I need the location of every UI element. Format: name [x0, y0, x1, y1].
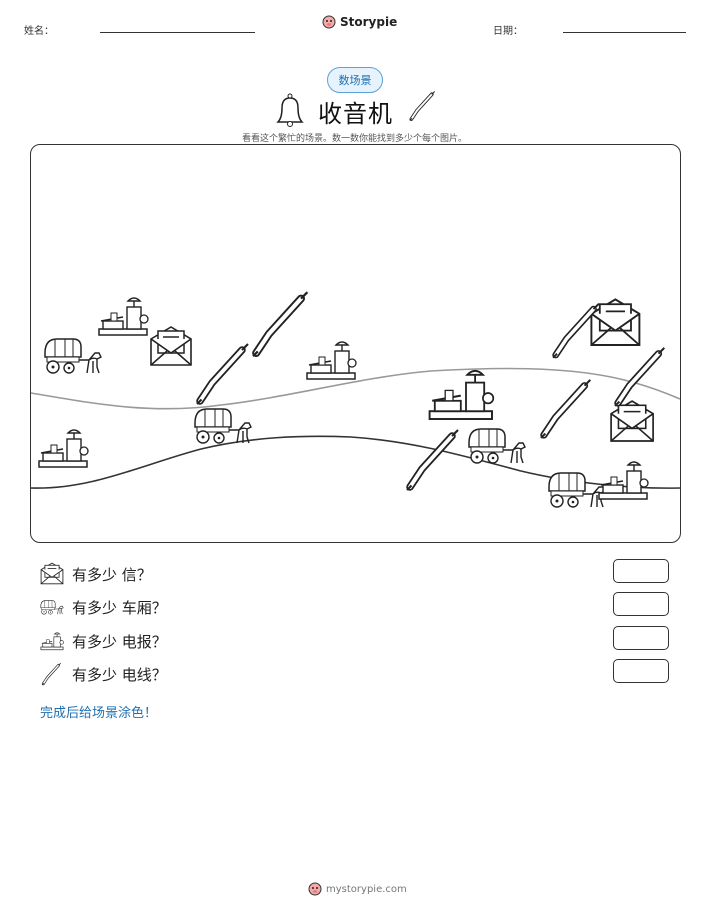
footer: mystorypie.com	[308, 881, 407, 897]
question-row-telegraphs: 有多少 电报？	[40, 629, 167, 653]
envelope-icon	[40, 562, 64, 585]
counting-scene	[30, 144, 681, 543]
date-line[interactable]	[563, 32, 686, 33]
answer-box-telegraphs[interactable]	[613, 626, 669, 650]
wagon-icon	[468, 428, 526, 464]
telegraph-icon	[98, 297, 149, 336]
scene-drawing	[31, 145, 680, 508]
back-hill-line	[31, 367, 680, 410]
wire-icon	[197, 344, 248, 404]
brand-logo: Storypie	[322, 14, 397, 30]
question-text: 有多少 电线？	[72, 665, 167, 684]
answer-box-wagons[interactable]	[613, 592, 669, 616]
telegraph-icon	[428, 369, 495, 421]
wire-icon	[253, 292, 307, 356]
question-text: 有多少 电报？	[72, 632, 167, 651]
wagon-icon	[548, 472, 606, 508]
question-row-envelopes: 有多少 信？	[40, 562, 152, 586]
date-label: 日期：	[493, 26, 523, 37]
envelope-icon	[150, 326, 192, 366]
page-title: 收音机	[318, 100, 393, 128]
question-row-wagons: 有多少 车厢？	[40, 595, 167, 619]
category-tag: 数场景	[327, 67, 383, 93]
wire-icon	[40, 662, 63, 686]
wire-icon	[615, 348, 664, 406]
wagon-icon	[44, 338, 102, 374]
answer-box-wires[interactable]	[613, 659, 669, 683]
pig-icon	[308, 882, 322, 896]
question-text: 有多少 车厢？	[72, 598, 167, 617]
coloring-instruction: 完成后给场景涂色！	[40, 706, 158, 721]
envelope-icon	[590, 298, 641, 346]
wire-icon	[541, 380, 590, 438]
name-line[interactable]	[100, 32, 255, 33]
wagon-icon	[40, 600, 64, 615]
telegraph-icon	[598, 461, 649, 500]
telegraph-icon	[40, 632, 64, 651]
name-label: 姓名：	[24, 26, 54, 37]
bell-icon	[277, 93, 303, 128]
wire-icon	[407, 430, 458, 490]
pig-icon	[322, 15, 336, 29]
wagon-icon	[194, 408, 252, 444]
instructions: 看看这个繁忙的场景。数一数你能找到多少个每个图片。	[241, 134, 467, 144]
wire-icon	[408, 90, 437, 122]
telegraph-icon	[306, 341, 357, 380]
telegraph-icon	[38, 429, 89, 468]
envelope-icon	[610, 400, 654, 442]
question-row-wires: 有多少 电线？	[40, 662, 167, 686]
brand-name: Storypie	[340, 15, 398, 29]
answer-box-envelopes[interactable]	[613, 559, 669, 583]
question-text: 有多少 信？	[72, 565, 152, 584]
footer-url[interactable]: mystorypie.com	[326, 883, 407, 895]
